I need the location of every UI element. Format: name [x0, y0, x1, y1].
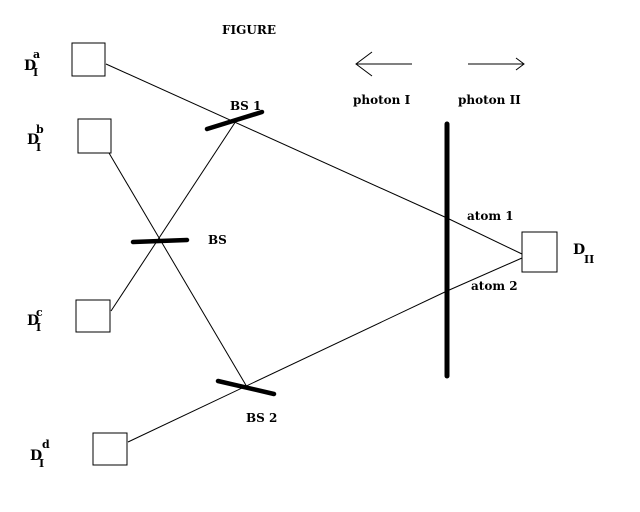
- svg-text:I: I: [36, 141, 41, 154]
- photon-II-label: photon II: [458, 93, 521, 107]
- label-Dc: D I c: [27, 306, 43, 334]
- figure-title: FIGURE: [222, 23, 276, 37]
- atom-1-label: atom 1: [467, 209, 514, 223]
- detector-Dc: [75, 299, 111, 333]
- detector-Dd: [92, 432, 128, 466]
- svg-text:I: I: [39, 457, 44, 470]
- detector-DII: [521, 231, 558, 273]
- svg-text:D: D: [24, 58, 36, 74]
- path-atom1-to-DII: [446, 217, 523, 255]
- bs1-label: BS 1: [230, 99, 261, 113]
- detector-Da: [71, 42, 106, 77]
- label-Da: D I a: [24, 48, 40, 79]
- svg-text:D: D: [27, 313, 39, 329]
- bs-label: BS: [208, 233, 227, 247]
- svg-text:II: II: [584, 253, 594, 266]
- beam-splitter-2: [215, 378, 277, 397]
- path-Da-to-atom1: [105, 63, 448, 219]
- beam-splitter-1: [204, 109, 265, 132]
- detector-Db: [77, 118, 112, 154]
- path-atom2-to-DII: [446, 257, 523, 292]
- photon-II-arrow: [468, 57, 525, 71]
- label-Db: D I b: [27, 123, 44, 154]
- atom-2-label: atom 2: [471, 279, 518, 293]
- photon-I-arrow: [355, 51, 412, 77]
- beam-splitter: [130, 237, 190, 245]
- path-Dd-to-atom2: [127, 290, 448, 443]
- label-DII: D II: [573, 242, 594, 266]
- svg-text:c: c: [36, 306, 43, 319]
- svg-text:d: d: [42, 438, 50, 451]
- label-Dd: D I d: [30, 438, 50, 470]
- path-Db-to-BS2: [108, 152, 248, 388]
- svg-text:b: b: [36, 123, 44, 136]
- svg-text:I: I: [36, 321, 41, 334]
- svg-text:D: D: [573, 242, 585, 258]
- bs2-label: BS 2: [246, 411, 277, 425]
- photon-I-label: photon I: [353, 93, 411, 107]
- atom-2-dot: [444, 288, 450, 294]
- svg-text:D: D: [27, 132, 39, 148]
- svg-text:I: I: [33, 66, 38, 79]
- atom-1-dot: [444, 215, 450, 221]
- path-BS1-to-Dc: [110, 120, 237, 312]
- beam-paths: [105, 63, 523, 443]
- svg-text:D: D: [30, 448, 42, 464]
- svg-text:a: a: [33, 48, 40, 61]
